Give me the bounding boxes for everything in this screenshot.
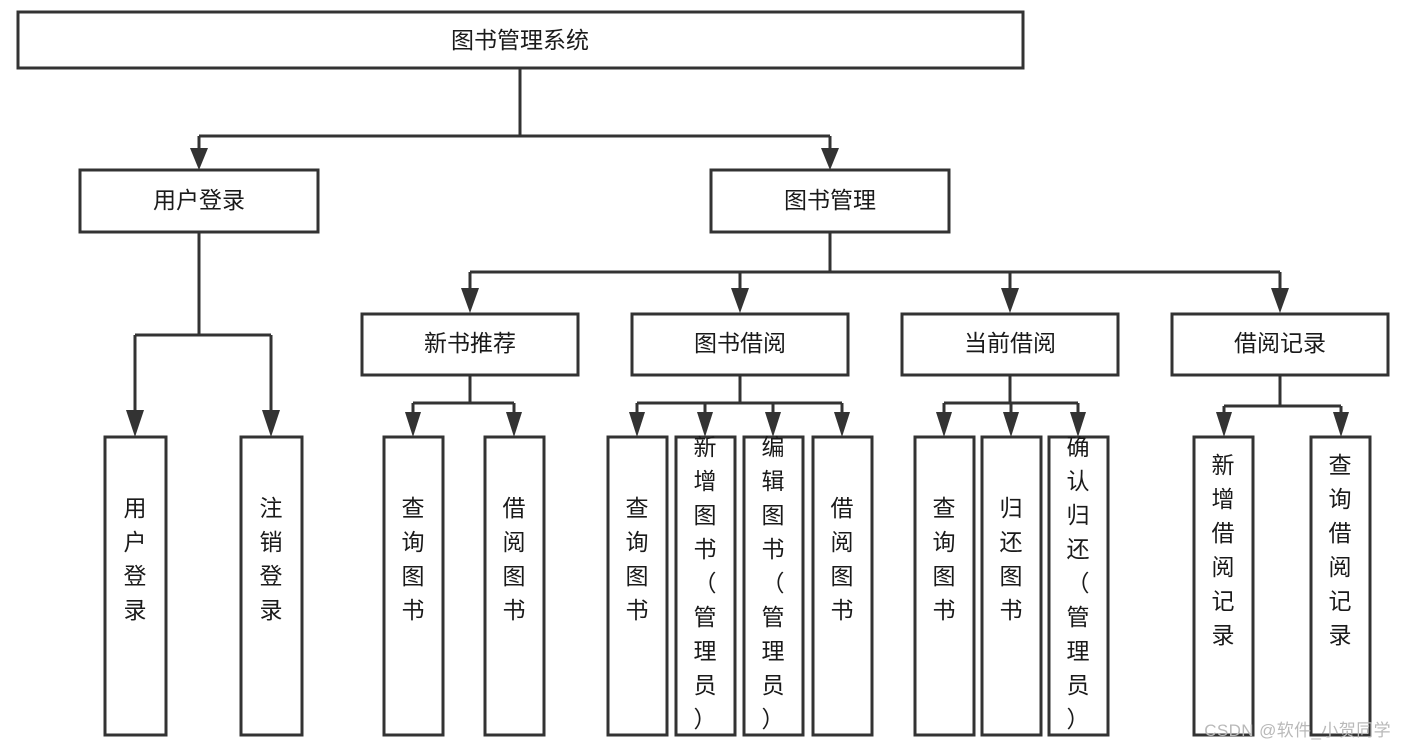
leaf-book-borrow-3-label: 编辑图书（管理员） [762, 434, 785, 732]
arrow-book-mgmt-to-new-book-icon [461, 288, 479, 313]
connector-layer [126, 68, 1349, 437]
leaf-book-borrow-2[interactable]: 新增图书（管理员） [674, 434, 737, 737]
arrow-book-borrow-leaf-3-icon [765, 412, 781, 437]
leaf-book-borrow-1[interactable]: 查询图书 [606, 435, 669, 737]
leaf-current-borrow-1-label: 查询图书 [933, 495, 956, 623]
leaf-user-login-1-box[interactable] [103, 435, 168, 737]
leaf-new-book-2[interactable]: 借阅图书 [483, 435, 546, 737]
leaf-current-borrow-2-box[interactable] [980, 435, 1043, 737]
leaf-book-borrow-2-label: 新增图书（管理员） [694, 434, 717, 732]
leaf-book-borrow-2-box[interactable] [674, 435, 737, 737]
arrow-borrow-record-leaf-2-icon [1333, 412, 1349, 437]
leaf-current-borrow-3-label: 确认归还（管理员） [1067, 434, 1090, 732]
node-book-mgmt-box[interactable] [709, 168, 951, 234]
arrow-book-mgmt-to-book-borrow-icon [731, 288, 749, 313]
arrow-root-to-user-login-icon [190, 148, 208, 170]
arrow-current-borrow-leaf-3-icon [1070, 412, 1086, 437]
leaf-user-login-1-label: 用户登录 [124, 495, 147, 623]
node-root-box[interactable] [16, 10, 1025, 70]
node-current-borrow[interactable]: 当前借阅 [900, 312, 1120, 377]
leaf-current-borrow-3-box[interactable] [1047, 435, 1110, 737]
node-borrow-record-label: 借阅记录 [1234, 330, 1326, 356]
node-book-mgmt-label: 图书管理 [784, 187, 876, 213]
leaf-book-borrow-4[interactable]: 借阅图书 [811, 435, 874, 737]
leaf-borrow-record-2-box[interactable] [1309, 435, 1372, 737]
node-current-borrow-label: 当前借阅 [964, 330, 1056, 356]
leaf-book-borrow-1-label: 查询图书 [626, 495, 649, 623]
node-book-borrow-box[interactable] [630, 312, 850, 377]
node-book-borrow[interactable]: 图书借阅 [630, 312, 850, 377]
arrow-book-borrow-leaf-2-icon [697, 412, 713, 437]
node-user-login[interactable]: 用户登录 [78, 168, 320, 234]
node-new-book[interactable]: 新书推荐 [360, 312, 580, 377]
arrow-book-mgmt-to-borrow-record-icon [1271, 288, 1289, 313]
leaf-book-borrow-1-box[interactable] [606, 435, 669, 737]
leaf-current-borrow-2-label: 归还图书 [1000, 495, 1023, 623]
arrow-current-borrow-leaf-1-icon [936, 412, 952, 437]
arrow-borrow-record-leaf-1-icon [1216, 412, 1232, 437]
leaf-new-book-1[interactable]: 查询图书 [382, 435, 445, 737]
leaf-book-borrow-4-label: 借阅图书 [831, 495, 854, 623]
leaf-book-borrow-4-box[interactable] [811, 435, 874, 737]
leaf-new-book-2-box[interactable] [483, 435, 546, 737]
arrow-current-borrow-leaf-2-icon [1003, 412, 1019, 437]
leaf-borrow-record-1[interactable]: 新增借阅记录 [1192, 435, 1255, 737]
leaf-current-borrow-1[interactable]: 查询图书 [913, 435, 976, 737]
node-book-borrow-label: 图书借阅 [694, 330, 786, 356]
arrow-book-mgmt-to-current-borrow-icon [1001, 288, 1019, 313]
node-user-login-label: 用户登录 [153, 187, 245, 213]
node-borrow-record[interactable]: 借阅记录 [1170, 312, 1390, 377]
arrow-user-login-leaf-1-icon [126, 410, 144, 437]
node-borrow-record-box[interactable] [1170, 312, 1390, 377]
leaf-borrow-record-1-label: 新增借阅记录 [1212, 452, 1235, 648]
leaf-user-login-2[interactable]: 注销登录 [239, 435, 304, 737]
leaf-new-book-1-box[interactable] [382, 435, 445, 737]
leaf-current-borrow-3[interactable]: 确认归还（管理员） [1047, 434, 1110, 737]
arrow-new-book-leaf-2-icon [506, 412, 522, 437]
node-user-login-box[interactable] [78, 168, 320, 234]
leaf-book-borrow-3[interactable]: 编辑图书（管理员） [742, 434, 805, 737]
node-root-label: 图书管理系统 [451, 27, 589, 53]
leaf-borrow-record-2[interactable]: 查询借阅记录 [1309, 435, 1372, 737]
leaf-user-login-2-label: 注销登录 [260, 495, 283, 623]
node-current-borrow-box[interactable] [900, 312, 1120, 377]
arrow-new-book-leaf-1-icon [405, 412, 421, 437]
leaf-current-borrow-1-box[interactable] [913, 435, 976, 737]
node-new-book-box[interactable] [360, 312, 580, 377]
arrow-root-to-book-mgmt-icon [821, 148, 839, 170]
node-book-mgmt[interactable]: 图书管理 [709, 168, 951, 234]
leaf-user-login-1[interactable]: 用户登录 [103, 435, 168, 737]
node-new-book-label: 新书推荐 [424, 330, 516, 356]
leaf-user-login-2-box[interactable] [239, 435, 304, 737]
leaf-new-book-2-label: 借阅图书 [503, 495, 526, 623]
leaf-new-book-1-label: 查询图书 [402, 495, 425, 623]
leaf-current-borrow-2[interactable]: 归还图书 [980, 435, 1043, 737]
arrow-book-borrow-leaf-1-icon [629, 412, 645, 437]
arrow-user-login-leaf-2-icon [262, 410, 280, 437]
leaf-book-borrow-3-box[interactable] [742, 435, 805, 737]
node-root[interactable]: 图书管理系统 [16, 10, 1025, 70]
leaf-borrow-record-2-label: 查询借阅记录 [1329, 452, 1352, 648]
arrow-book-borrow-leaf-4-icon [834, 412, 850, 437]
leaf-borrow-record-1-box[interactable] [1192, 435, 1255, 737]
